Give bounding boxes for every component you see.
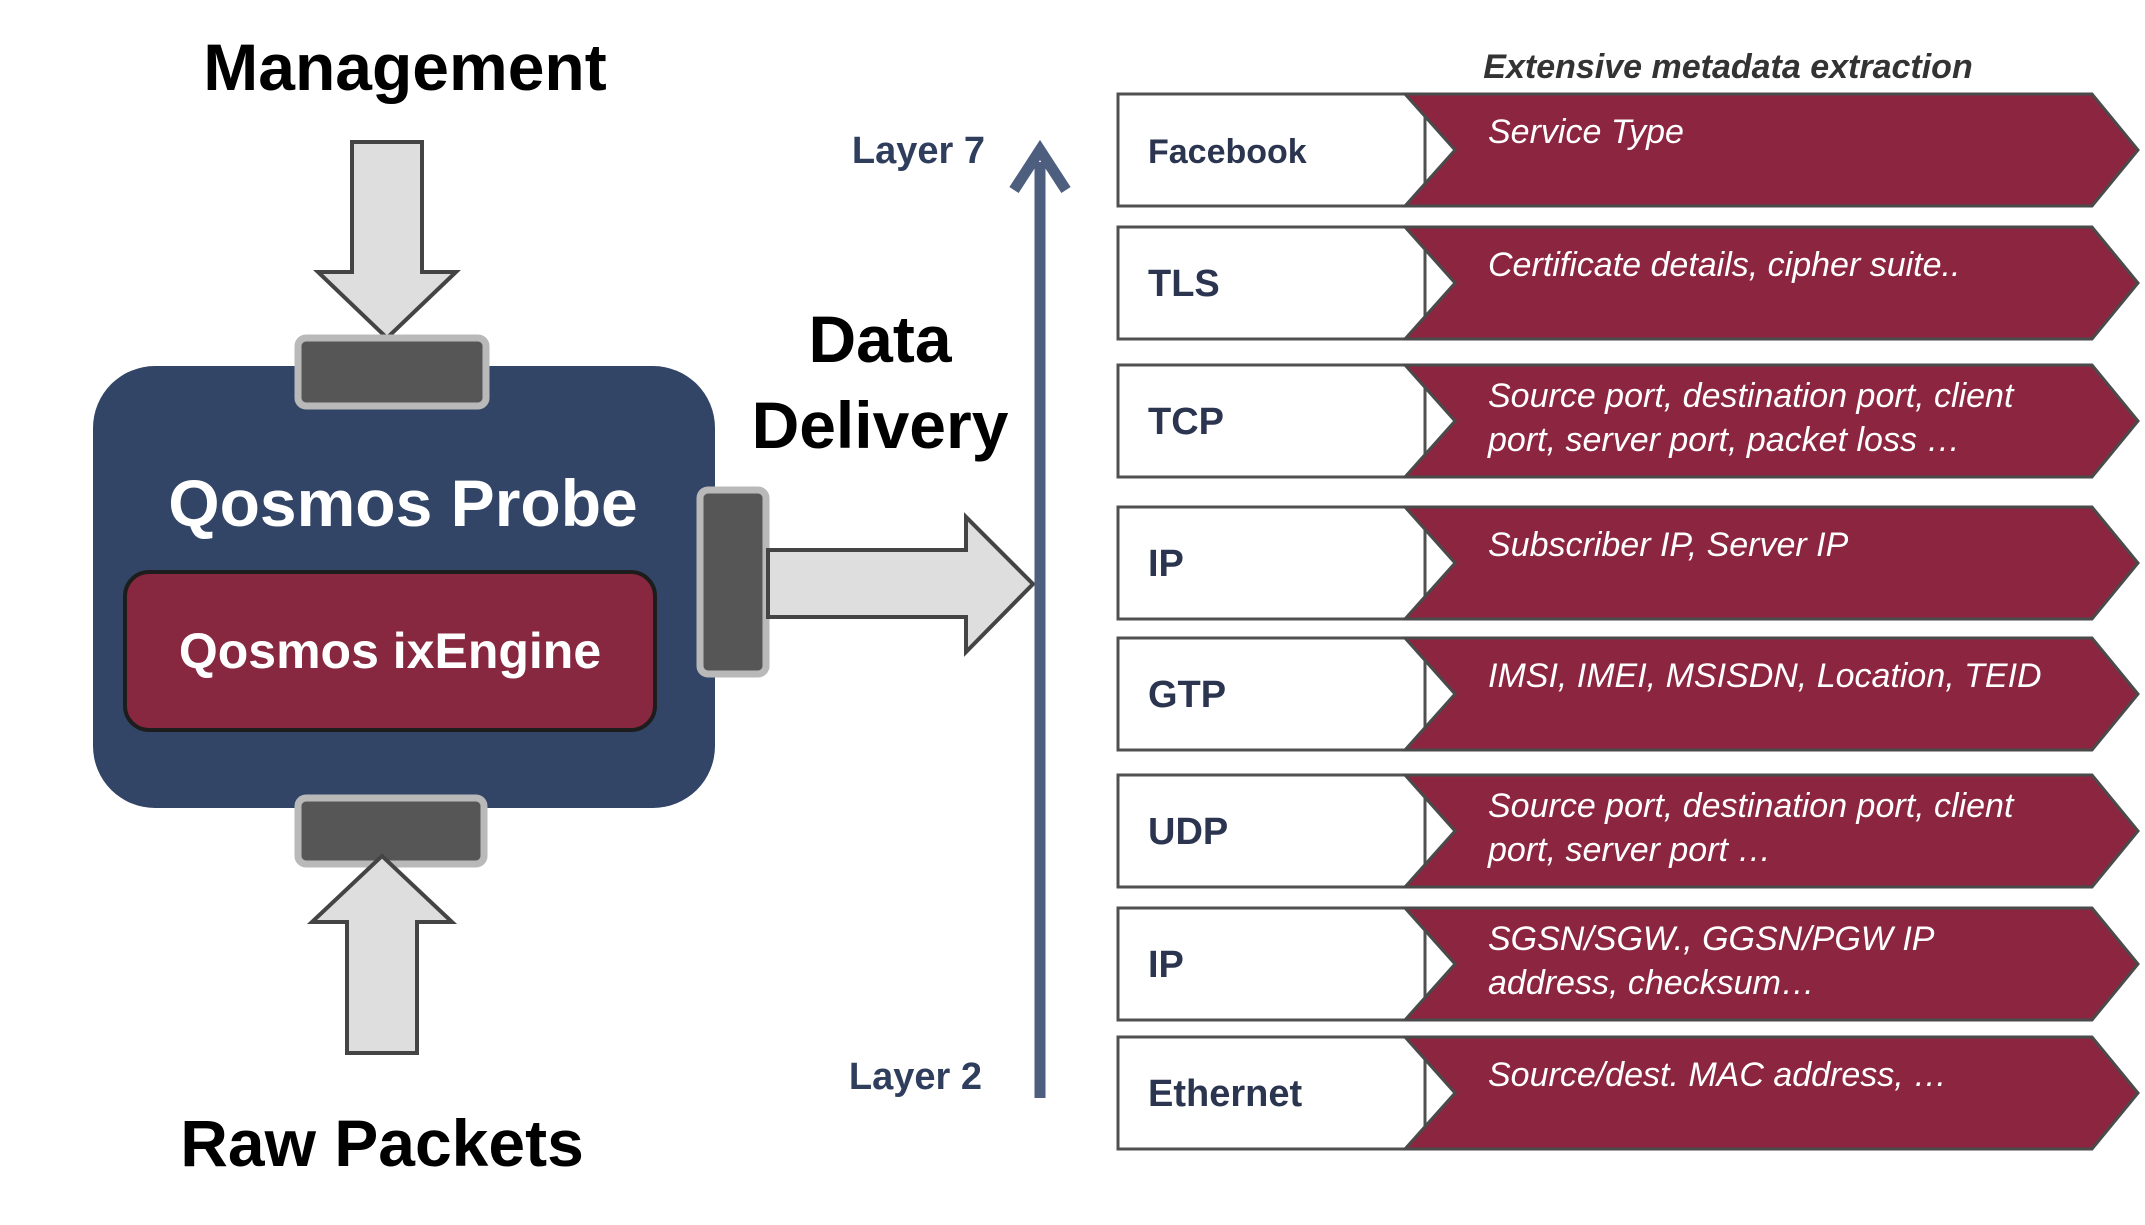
- data-delivery-label-line2: Delivery: [752, 388, 1009, 462]
- protocol-label: Facebook: [1148, 133, 1307, 171]
- protocol-row: TCP Source port, destination port, client…: [1116, 363, 2140, 479]
- protocol-row: GTP IMSI, IMEI, MSISDN, Location, TEID: [1116, 636, 2140, 752]
- protocol-row: Ethernet Source/dest. MAC address, …: [1116, 1035, 2140, 1151]
- layer-top-label: Layer 7: [852, 130, 985, 172]
- protocol-box: [1116, 225, 1427, 341]
- protocol-row: TLS Certificate details, cipher suite..: [1116, 225, 2140, 341]
- metadata-text: IMSI, IMEI, MSISDN, Location, TEID: [1488, 657, 2042, 695]
- protocol-box: [1116, 363, 1427, 479]
- management-arrow: [313, 140, 461, 341]
- metadata-arrow: [1401, 505, 2140, 621]
- protocol-box: [1116, 505, 1427, 621]
- metadata-text: port, server port …: [1487, 831, 1771, 869]
- metadata-arrow: [1401, 636, 2140, 752]
- protocol-box: [1116, 1035, 1427, 1151]
- management-port: [294, 334, 490, 410]
- protocol-label: Ethernet: [1148, 1073, 1302, 1115]
- metadata-text: address, checksum…: [1488, 964, 1815, 1002]
- layer-bottom-label: Layer 2: [849, 1056, 982, 1098]
- protocol-label: GTP: [1148, 674, 1226, 716]
- data-delivery-arrow: [766, 512, 1036, 657]
- protocol-label: TCP: [1148, 401, 1224, 443]
- protocol-row: Facebook Service Type: [1116, 92, 2140, 208]
- layer-axis-arrowhead: [1009, 139, 1071, 193]
- packet-input-port: [294, 794, 488, 868]
- protocol-label: TLS: [1148, 263, 1220, 305]
- metadata-text: port, server port, packet loss …: [1487, 421, 1960, 459]
- protocol-row: IP SGSN/SGW., GGSN/PGW IP address, checksu…: [1116, 906, 2140, 1022]
- protocol-box: [1116, 92, 1427, 208]
- data-delivery-label-line1: Data: [808, 302, 952, 376]
- metadata-text: Certificate details, cipher suite..: [1488, 246, 1960, 284]
- metadata-arrow: [1401, 773, 2140, 889]
- protocol-box: [1116, 636, 1427, 752]
- metadata-arrow: [1401, 92, 2140, 208]
- probe-title: Qosmos Probe: [168, 466, 637, 540]
- protocol-label: UDP: [1148, 811, 1228, 853]
- engine-box: [123, 570, 657, 732]
- protocol-row: UDP Source port, destination port, client…: [1116, 773, 2140, 889]
- raw-packets-label: Raw Packets: [180, 1106, 584, 1180]
- metadata-text: SGSN/SGW., GGSN/PGW IP: [1488, 920, 1935, 958]
- management-label: Management: [203, 30, 606, 104]
- metadata-text: Source port, destination port, client: [1488, 787, 2015, 825]
- protocol-row: IP Subscriber IP, Server IP: [1116, 505, 2140, 621]
- protocol-box: [1116, 906, 1427, 1022]
- metadata-arrow: [1401, 363, 2140, 479]
- data-delivery-port: [696, 486, 770, 678]
- raw-packets-arrow: [306, 853, 458, 1055]
- metadata-arrow: [1401, 906, 2140, 1022]
- protocol-label: IP: [1148, 944, 1184, 986]
- metadata-arrow: [1401, 1035, 2140, 1151]
- metadata-text: Source port, destination port, client: [1488, 377, 2015, 415]
- metadata-text: Subscriber IP, Server IP: [1488, 526, 1849, 564]
- engine-title: Qosmos ixEngine: [179, 623, 601, 679]
- metadata-text: Service Type: [1488, 113, 1684, 151]
- protocol-box: [1116, 773, 1427, 889]
- extraction-title: Extensive metadata extraction: [1483, 48, 1972, 86]
- metadata-arrow: [1401, 225, 2140, 341]
- protocol-label: IP: [1148, 543, 1184, 585]
- metadata-text: Source/dest. MAC address, …: [1488, 1056, 1947, 1094]
